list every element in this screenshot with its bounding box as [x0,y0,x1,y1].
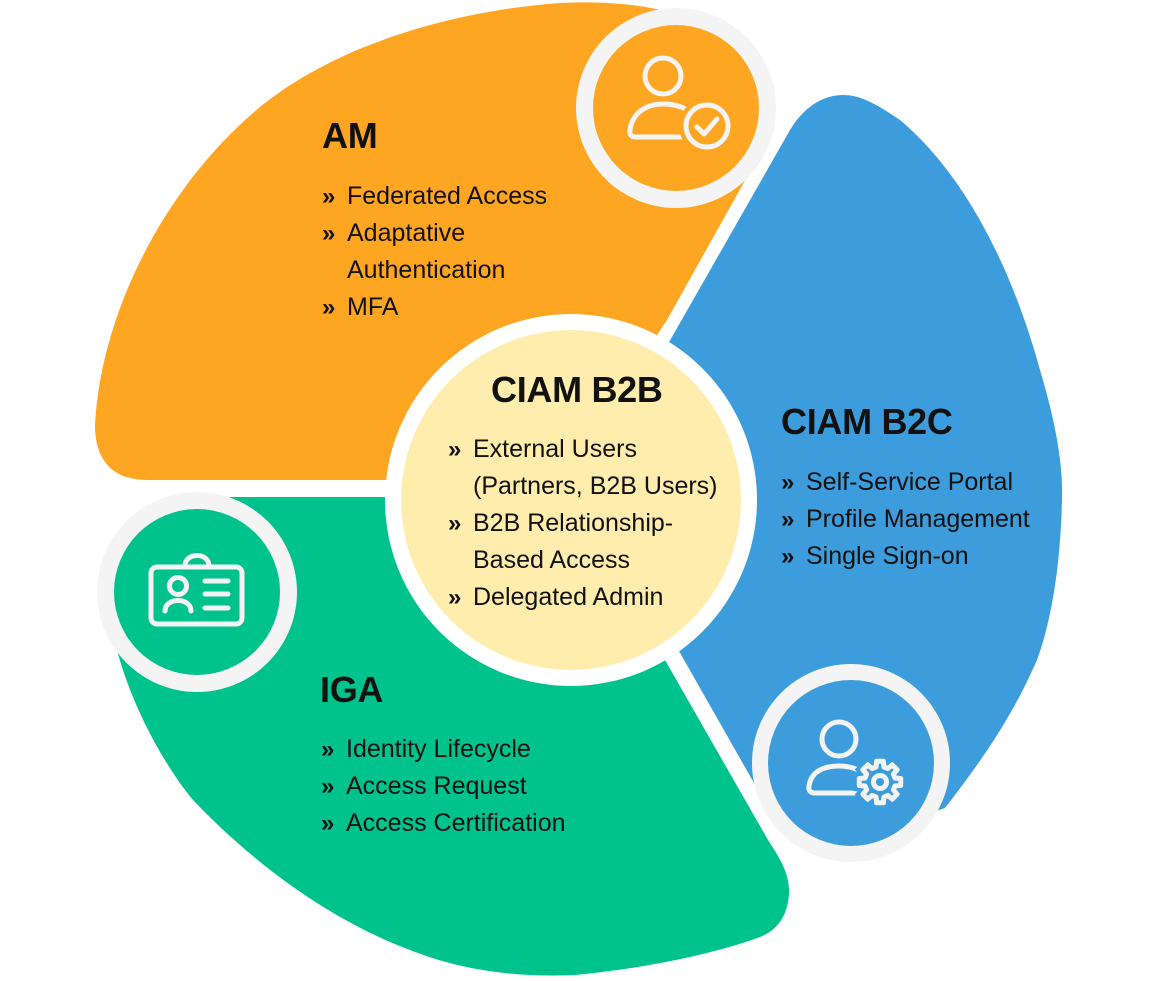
chevron-right-double-icon: » [321,810,335,837]
ciam-b2b-title: CIAM B2B [491,369,663,410]
am-feature-list: » Federated Access » Adaptative Authenti… [322,178,547,326]
list-item-text: Access Certification [346,809,566,837]
chevron-right-double-icon: » [321,773,335,800]
chevron-right-double-icon: » [322,183,336,210]
iga-icon-badge [97,492,297,692]
badge-card [148,564,245,627]
ciam-b2b-feature-list: » External Users (Partners, B2B Users) »… [448,431,718,616]
ciam-b2c-feature-list: » Self-Service Portal » Profile Manageme… [781,464,1030,575]
chevron-right-double-icon: » [781,469,795,496]
list-item-text: B2B Relationship- [473,509,674,537]
am-title: AM [322,115,378,156]
badge-person-shoulders [162,598,194,614]
list-item-text: Authentication [347,256,506,284]
list-item-text: Based Access [473,546,631,574]
list-item: » Adaptative Authentication [322,215,547,289]
list-item: » B2B Relationship- Based Access [448,505,718,579]
list-item: » Access Request [321,768,566,805]
user-body [806,763,868,796]
user-gear-icon [806,719,907,809]
chevron-right-double-icon: » [322,220,336,247]
list-item-text: (Partners, B2B Users) [473,472,718,500]
check-mark [694,116,720,137]
list-item-text: Profile Management [806,505,1030,533]
id-badge-icon [148,553,245,627]
list-item: » Identity Lifecycle [321,731,566,768]
list-item-text: Federated Access [347,182,548,210]
list-item-text: Identity Lifecycle [346,735,531,763]
list-item-text: Single Sign-on [806,542,969,570]
list-item: » Self-Service Portal [781,464,1030,501]
list-item: » MFA [322,289,547,326]
list-item-text: Self-Service Portal [806,468,1014,496]
list-item-text: Adaptative [347,219,466,247]
iga-title: IGA [320,669,384,710]
list-item: » Delegated Admin [448,579,718,616]
am-icon-badge [576,8,776,208]
ciam-b2b-circle [401,330,741,670]
iga-icon-disc [114,509,280,675]
list-item-text: Access Request [346,772,527,800]
iga-feature-list: » Identity Lifecycle » Access Request » … [321,731,566,842]
ciam-b2c-segment [636,95,1063,830]
user-head [819,719,859,759]
list-item-text: Delegated Admin [473,583,664,611]
user-body [627,101,697,140]
gear-hub [871,773,889,791]
chevron-right-double-icon: » [448,584,462,611]
gear-outline [856,758,904,806]
badge-text-lines [202,578,231,611]
check-circle [683,102,731,150]
list-item: » Profile Management [781,501,1030,538]
list-item: » Access Certification [321,805,566,842]
chevron-right-double-icon: » [781,543,795,570]
chevron-right-double-icon: » [321,736,335,763]
chevron-right-double-icon: » [781,506,795,533]
list-item: » Single Sign-on [781,538,1030,575]
ciam-b2c-icon-disc [768,680,934,846]
badge-clip [182,553,212,569]
chevron-right-double-icon: » [322,294,336,321]
list-item: » External Users (Partners, B2B Users) [448,431,718,505]
chevron-right-double-icon: » [448,510,462,537]
list-item-text: External Users [473,435,637,463]
badge-person-head [167,575,189,597]
list-item-text: MFA [347,293,399,321]
ciam-b2c-icon-badge [752,664,950,862]
user-check-icon [627,55,735,154]
user-head [642,55,684,97]
ciam-b2c-title: CIAM B2C [781,401,953,442]
chevron-right-double-icon: » [448,436,462,463]
list-item: » Federated Access [322,178,547,215]
